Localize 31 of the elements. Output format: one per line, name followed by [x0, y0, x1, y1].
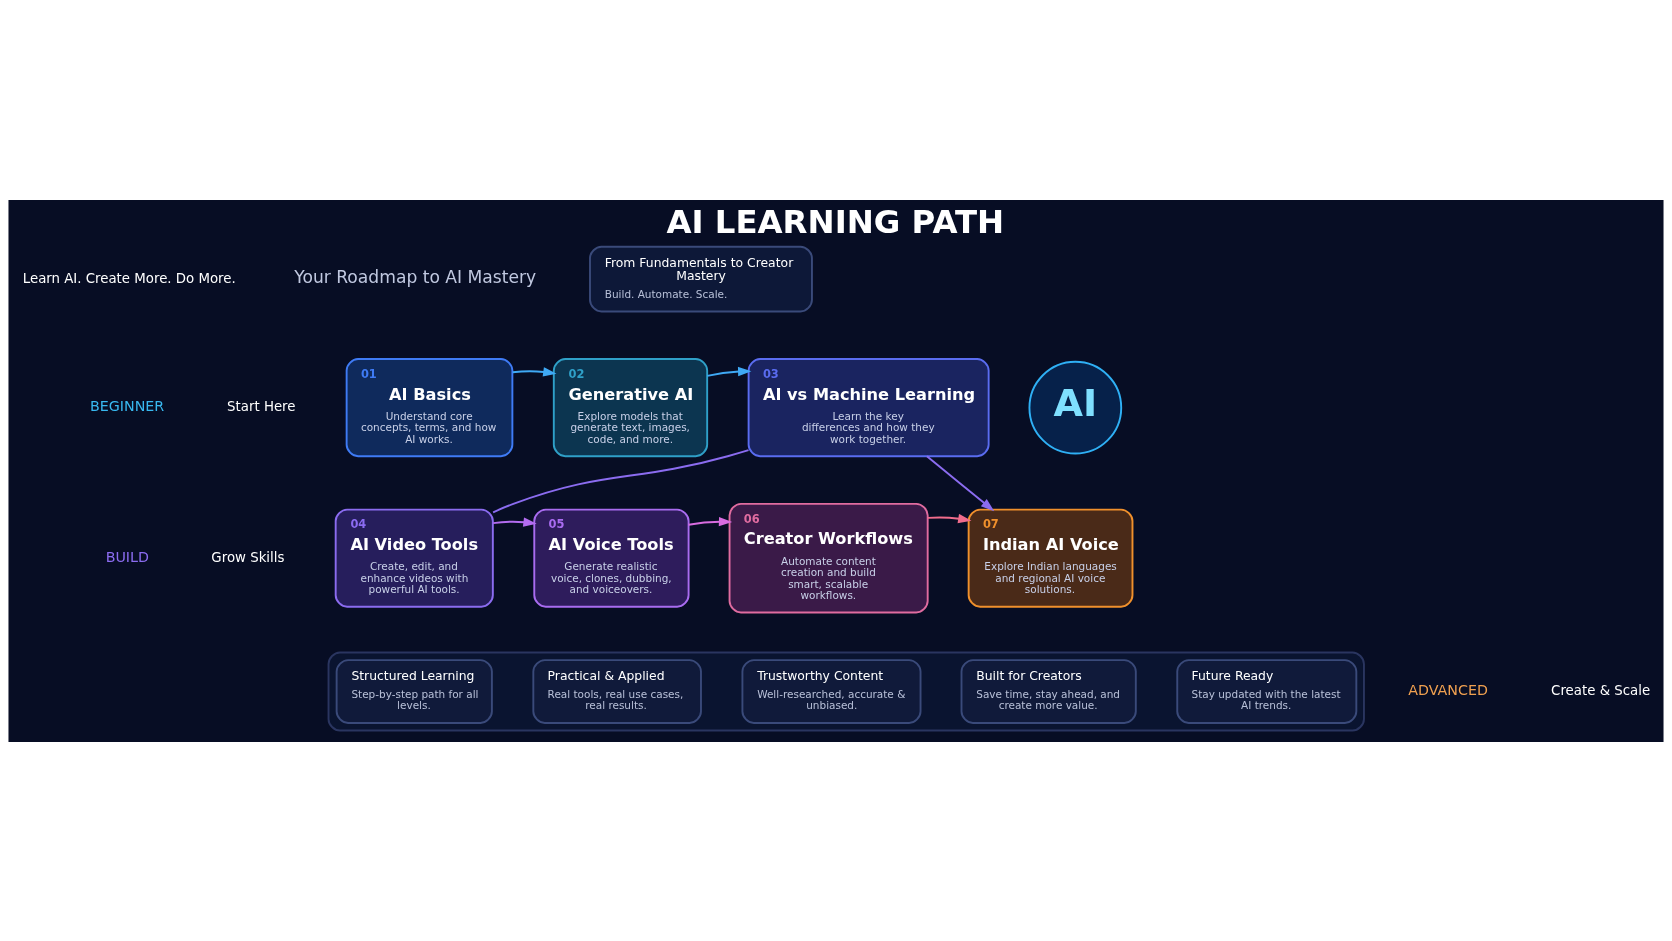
node-circle: AI [1028, 360, 1123, 454]
label: Grow Skills [211, 549, 285, 565]
node-box: 06 Creator Workflows Automate content creation and build smart, scalable workflows. [728, 502, 929, 613]
node-box: 01 AI Basics Understand core concepts, terms, and how AI works. [345, 357, 514, 457]
arrow [926, 454, 995, 511]
diagram-title: AI LEARNING PATH [666, 202, 1005, 241]
label: Create & Scale [1551, 682, 1651, 698]
node-box: Practical & Applied Real tools, real use cases, real results. [532, 658, 702, 724]
label: BEGINNER [89, 397, 165, 414]
node-box: Structured Learning Step-by-step path for all levels. [335, 658, 493, 724]
cluster [327, 651, 1365, 732]
node-box: Trustworthy Content Well-researched, accurate & unbiased. [741, 658, 922, 724]
label: Your Roadmap to AI Mastery [294, 266, 537, 287]
arrow [926, 513, 972, 523]
label: ADVANCED [1408, 681, 1488, 698]
node-box: 05 AI Voice Tools Generate realistic voice, clones, dubbing, and voiceovers. [533, 508, 690, 608]
arrow [492, 516, 537, 527]
connector [492, 448, 750, 513]
label: BUILD [105, 547, 150, 564]
label: Learn AI. Create More. Do More. [22, 270, 236, 286]
label: Start Here [227, 398, 296, 414]
node-box: 02 Generative AI Explore models that generate text, images, code, and more. [552, 357, 709, 457]
node-box: 03 AI vs Machine Learning Learn the key differences and how they work together. [747, 357, 990, 457]
arrow [511, 366, 557, 376]
arrow [706, 366, 752, 377]
node-box: From Fundamentals to Creator Mastery Build. Automate. Scale. [589, 245, 813, 312]
node-box: 04 AI Video Tools Create, edit, and enhance videos with powerful AI tools. [334, 508, 494, 608]
node-box: Future Ready Stay updated with the latest AI trends. [1176, 658, 1358, 724]
node-box: 07 Indian AI Voice Explore Indian languages and regional AI voice solutions. [967, 508, 1134, 608]
node-box: Built for Creators Save time, stay ahead, and create more value. [960, 658, 1137, 724]
arrow [687, 516, 733, 526]
